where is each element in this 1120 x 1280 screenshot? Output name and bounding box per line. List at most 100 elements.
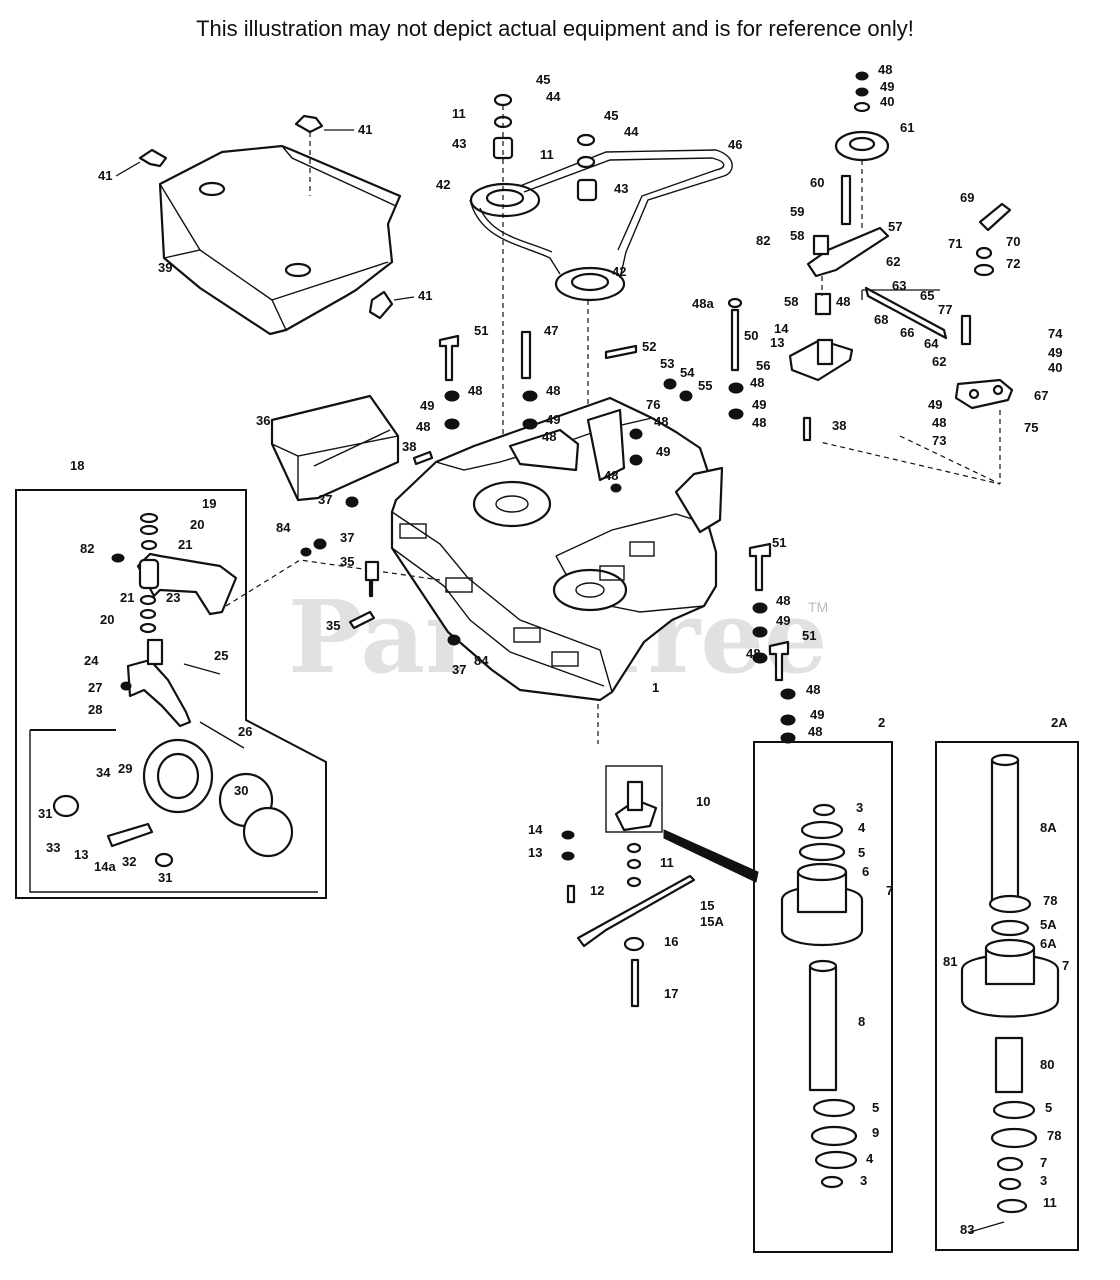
part-callout: 77 bbox=[938, 302, 952, 317]
part-callout: 48 bbox=[836, 294, 850, 309]
part-callout: 55 bbox=[698, 378, 712, 393]
part-callout: 13 bbox=[770, 335, 784, 350]
part-callout: 49 bbox=[420, 398, 434, 413]
part-callout: 11 bbox=[452, 106, 466, 121]
part-callout: 58 bbox=[784, 294, 798, 309]
part-callout: 73 bbox=[932, 433, 946, 448]
blade-spindle-assembly[interactable] bbox=[561, 704, 759, 1008]
part-callout: 5 bbox=[1045, 1100, 1052, 1115]
part-callout: 41 bbox=[418, 288, 432, 303]
part-callout: 60 bbox=[810, 175, 824, 190]
part-callout: 34 bbox=[96, 765, 111, 780]
part-callout: 14 bbox=[528, 822, 543, 837]
part-callout: 31 bbox=[158, 870, 172, 885]
part-callout: 81 bbox=[943, 954, 957, 969]
deck-cover[interactable] bbox=[158, 144, 402, 336]
part-callout: 23 bbox=[166, 590, 180, 605]
part-callout: 15 bbox=[700, 898, 714, 913]
spindle-detail-2a[interactable] bbox=[935, 741, 1079, 1251]
part-callout: 49 bbox=[928, 397, 942, 412]
part-callout: 48 bbox=[878, 62, 892, 77]
part-callout: 69 bbox=[960, 190, 974, 205]
part-callout: 7 bbox=[886, 883, 893, 898]
part-callout: 4 bbox=[866, 1151, 874, 1166]
part-callout: 58 bbox=[790, 228, 804, 243]
part-callout: 37 bbox=[452, 662, 466, 677]
part-callout: 57 bbox=[888, 219, 902, 234]
part-callout: 44 bbox=[546, 89, 561, 104]
part-callout: 3 bbox=[1040, 1173, 1047, 1188]
part-callout: 54 bbox=[680, 365, 695, 380]
part-callout: 11 bbox=[540, 147, 554, 162]
discharge-deflector[interactable] bbox=[270, 394, 400, 502]
tension-link-assembly[interactable] bbox=[819, 202, 1014, 485]
part-callout: 14a bbox=[94, 859, 116, 874]
part-callout: 21 bbox=[120, 590, 134, 605]
part-callout: 25 bbox=[214, 648, 228, 663]
part-callout: 62 bbox=[886, 254, 900, 269]
part-callout: 48 bbox=[542, 429, 556, 444]
part-callout: 48 bbox=[604, 468, 618, 483]
part-callout: 48 bbox=[932, 415, 946, 430]
part-callout: 8 bbox=[858, 1014, 865, 1029]
part-callout: 27 bbox=[88, 680, 102, 695]
part-callout: 63 bbox=[892, 278, 906, 293]
part-callout: 53 bbox=[660, 356, 674, 371]
part-callout: 5A bbox=[1040, 917, 1057, 932]
spindle-detail-2[interactable] bbox=[753, 741, 893, 1253]
pulley-belt-assembly[interactable] bbox=[469, 93, 733, 600]
part-callout: 71 bbox=[948, 236, 962, 251]
part-callout: 9 bbox=[872, 1125, 879, 1140]
part-callout: 21 bbox=[178, 537, 192, 552]
part-callout: 83 bbox=[960, 1222, 974, 1237]
part-callout: 49 bbox=[1048, 345, 1062, 360]
caster-wheel-assembly[interactable] bbox=[15, 489, 441, 899]
part-callout: 48 bbox=[546, 383, 560, 398]
part-callout: 11 bbox=[660, 855, 674, 870]
part-callout: 51 bbox=[772, 535, 786, 550]
part-callout: 35 bbox=[326, 618, 340, 633]
part-callout: 80 bbox=[1040, 1057, 1054, 1072]
part-callout: 8A bbox=[1040, 820, 1057, 835]
part-callout: 67 bbox=[1034, 388, 1048, 403]
part-callout: 2A bbox=[1051, 715, 1068, 730]
disclaimer-text: This illustration may not depict actual … bbox=[196, 16, 914, 41]
part-callout: 40 bbox=[880, 94, 894, 109]
part-callout: 43 bbox=[452, 136, 466, 151]
idler-arm-assembly[interactable] bbox=[727, 71, 890, 382]
part-callout: 48 bbox=[746, 646, 760, 661]
part-callout: 48 bbox=[750, 375, 764, 390]
part-callout: 65 bbox=[920, 288, 934, 303]
part-callout: 74 bbox=[1048, 326, 1063, 341]
part-callout: 13 bbox=[74, 847, 88, 862]
part-callout: 45 bbox=[604, 108, 618, 123]
part-callout: 48 bbox=[468, 383, 482, 398]
part-callout: 16 bbox=[664, 934, 678, 949]
part-callout: 13 bbox=[528, 845, 542, 860]
part-callout: 38 bbox=[402, 439, 416, 454]
part-callout: 49 bbox=[546, 412, 560, 427]
part-callout: 35 bbox=[340, 554, 354, 569]
part-callout: 12 bbox=[590, 883, 604, 898]
part-callout: 75 bbox=[1024, 420, 1038, 435]
deck-hardware bbox=[300, 330, 812, 744]
part-callout: 37 bbox=[318, 492, 332, 507]
part-callout: 3 bbox=[860, 1173, 867, 1188]
part-callout: 33 bbox=[46, 840, 60, 855]
part-callout: 72 bbox=[1006, 256, 1020, 271]
part-callout: 41 bbox=[358, 122, 372, 137]
part-callout: 15A bbox=[700, 914, 724, 929]
part-callout: 56 bbox=[756, 358, 770, 373]
part-callout: 36 bbox=[256, 413, 270, 428]
part-callout: 39 bbox=[158, 260, 172, 275]
part-callout: 5 bbox=[872, 1100, 879, 1115]
part-callout: 4 bbox=[858, 820, 866, 835]
part-callout: 10 bbox=[696, 794, 710, 809]
part-callout: 45 bbox=[536, 72, 550, 87]
part-callout: 76 bbox=[646, 397, 660, 412]
deck-housing[interactable] bbox=[390, 396, 724, 702]
part-callout: 38 bbox=[832, 418, 846, 433]
part-callout: 78 bbox=[1043, 893, 1057, 908]
